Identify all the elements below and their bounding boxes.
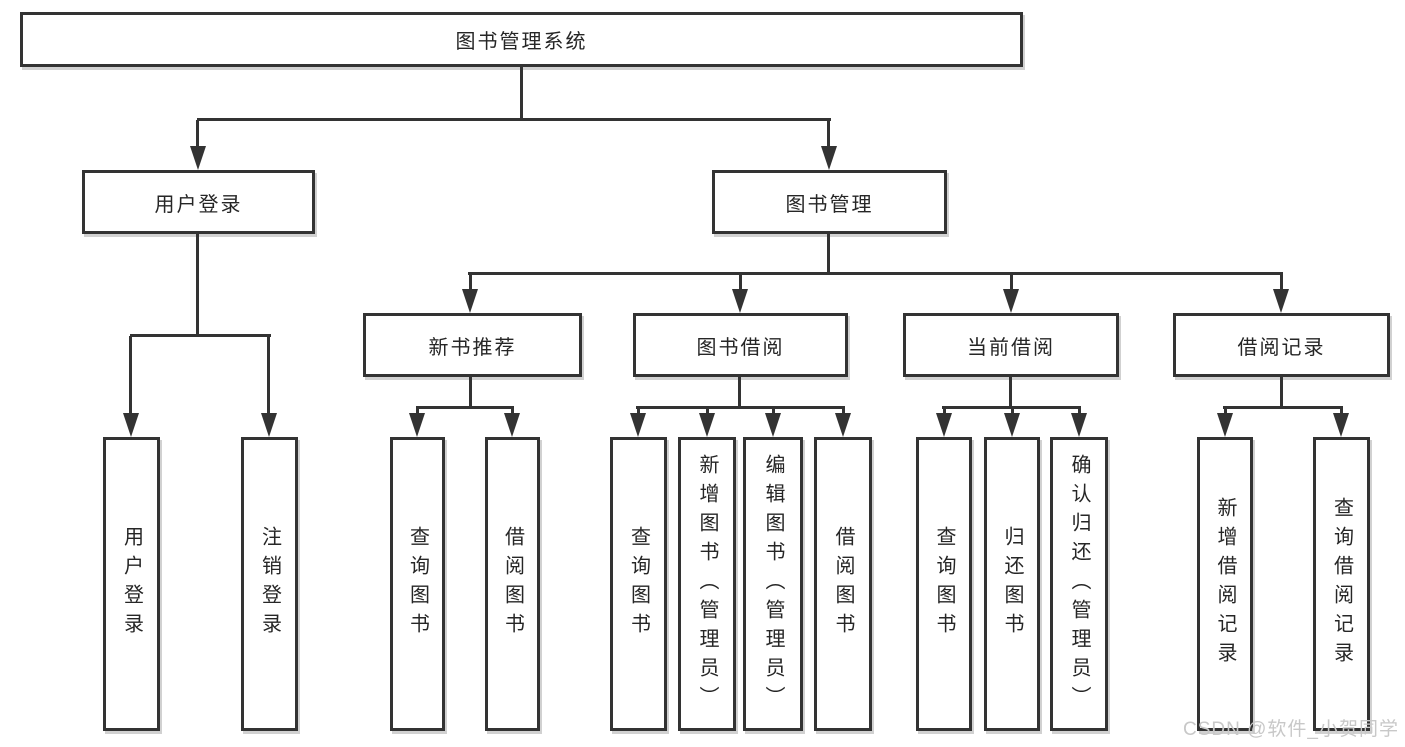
csdn-watermark: CSDN @软件_小贺同学 <box>1183 719 1399 740</box>
leaf-user-login-label: 用户登录 <box>120 526 143 642</box>
arrowhead-borrowrecords <box>1273 289 1289 313</box>
connector-bookborrow-stem <box>738 377 741 409</box>
node-library-system-label: 图书管理系统 <box>455 31 588 53</box>
arrowhead-bookborrow-leaf2 <box>699 413 715 437</box>
leaf-logout: 注销登录 <box>241 437 298 731</box>
connector-book-mgmt-drop <box>827 120 830 148</box>
arrowhead-bookborrow-leaf1 <box>630 413 646 437</box>
leaf-current-confirm-admin-label: 确认归还（管理员） <box>1068 453 1090 715</box>
node-book-borrow: 图书借阅 <box>633 313 848 377</box>
node-book-borrow-label: 图书借阅 <box>696 336 785 359</box>
node-borrow-records: 借阅记录 <box>1173 313 1390 377</box>
leaf-records-add: 新增借阅记录 <box>1197 437 1253 731</box>
arrowhead-currentborrow <box>1003 289 1019 313</box>
arrowhead-book-mgmt <box>821 146 837 170</box>
arrowhead-bookborrow-leaf3 <box>765 413 781 437</box>
connector-currentborrow-leaf2-drop <box>1011 408 1014 416</box>
leaf-borrow-add-admin-label: 新增图书（管理员） <box>696 453 718 715</box>
arrowhead-newbooks-leaf1 <box>409 413 425 437</box>
leaf-borrow-edit-admin-label: 编辑图书（管理员） <box>762 453 784 715</box>
arrowhead-user-login <box>190 146 206 170</box>
arrowhead-bookborrow-leaf4 <box>835 413 851 437</box>
node-borrow-records-label: 借阅记录 <box>1237 336 1326 359</box>
connector-currentborrow-leaf3-drop <box>1078 408 1081 416</box>
leaf-borrow-query-label: 查询图书 <box>627 526 650 642</box>
connector-user-stem <box>196 234 199 336</box>
leaf-records-query-label: 查询借阅记录 <box>1330 497 1353 671</box>
leaf-current-query: 查询图书 <box>916 437 972 731</box>
leaf-current-return-label: 归还图书 <box>1001 526 1023 642</box>
connector-user-rail <box>130 334 271 337</box>
leaf-newbooks-borrow: 借阅图书 <box>485 437 540 731</box>
connector-borrowrecords-drop <box>1280 274 1283 292</box>
connector-currentborrow-stem <box>1009 377 1012 409</box>
arrowhead-user-leaf2 <box>261 413 277 437</box>
connector-currentborrow-drop <box>1010 274 1013 292</box>
arrowhead-currentborrow-leaf1 <box>936 413 952 437</box>
node-user-login-label: 用户登录 <box>154 193 243 216</box>
connector-bookborrow-leaf3-drop <box>772 408 775 416</box>
arrowhead-currentborrow-leaf3 <box>1071 413 1087 437</box>
leaf-borrow-query: 查询图书 <box>610 437 667 731</box>
connector-level2-rail <box>197 118 831 121</box>
arrowhead-user-leaf1 <box>123 413 139 437</box>
connector-borrowrecords-rail <box>1223 406 1343 409</box>
leaf-borrow-borrow: 借阅图书 <box>814 437 872 731</box>
connector-newbooks-stem <box>469 377 472 409</box>
arrowhead-bookborrow <box>732 289 748 313</box>
connector-user-login-drop <box>196 120 199 148</box>
connector-user-leaf1-drop <box>129 336 132 416</box>
leaf-newbooks-query-label: 查询图书 <box>406 526 429 642</box>
connector-newbooks-drop <box>469 274 472 292</box>
node-current-borrow: 当前借阅 <box>903 313 1119 377</box>
leaf-newbooks-query: 查询图书 <box>390 437 445 731</box>
connector-user-leaf2-drop <box>267 336 270 416</box>
leaf-logout-label: 注销登录 <box>258 526 281 642</box>
leaf-borrow-add-admin: 新增图书（管理员） <box>678 437 736 731</box>
connector-root-stem <box>520 67 523 120</box>
connector-borrowrecords-leaf2-drop <box>1340 408 1343 416</box>
node-new-books: 新书推荐 <box>363 313 582 377</box>
connector-level3-rail <box>468 272 1283 275</box>
node-library-system: 图书管理系统 <box>20 12 1023 67</box>
node-new-books-label: 新书推荐 <box>428 336 517 359</box>
connector-currentborrow-rail <box>942 406 1081 409</box>
leaf-current-confirm-admin: 确认归还（管理员） <box>1050 437 1108 731</box>
connector-bookborrow-drop <box>739 274 742 292</box>
arrowhead-borrowrecords-leaf2 <box>1333 413 1349 437</box>
leaf-current-query-label: 查询图书 <box>933 526 955 642</box>
connector-bookborrow-leaf1-drop <box>637 408 640 416</box>
leaf-records-add-label: 新增借阅记录 <box>1214 497 1236 671</box>
node-current-borrow-label: 当前借阅 <box>967 336 1055 359</box>
connector-bookborrow-leaf4-drop <box>842 408 845 416</box>
node-user-login: 用户登录 <box>82 170 315 234</box>
connector-bookborrow-leaf2-drop <box>706 408 709 416</box>
arrowhead-newbooks-leaf2 <box>504 413 520 437</box>
leaf-borrow-borrow-label: 借阅图书 <box>832 526 854 642</box>
connector-currentborrow-leaf1-drop <box>943 408 946 416</box>
leaf-user-login: 用户登录 <box>103 437 160 731</box>
connector-borrowrecords-leaf1-drop <box>1224 408 1227 416</box>
leaf-records-query: 查询借阅记录 <box>1313 437 1370 731</box>
node-book-mgmt: 图书管理 <box>712 170 947 234</box>
leaf-borrow-edit-admin: 编辑图书（管理员） <box>743 437 803 731</box>
leaf-current-return: 归还图书 <box>984 437 1040 731</box>
connector-newbooks-rail <box>416 406 514 409</box>
connector-newbooks-leaf1-drop <box>416 408 419 416</box>
connector-bookborrow-rail <box>636 406 845 409</box>
arrowhead-newbooks <box>462 289 478 313</box>
connector-newbooks-leaf2-drop <box>511 408 514 416</box>
node-book-mgmt-label: 图书管理 <box>785 193 874 216</box>
leaf-newbooks-borrow-label: 借阅图书 <box>501 526 524 642</box>
connector-borrowrecords-stem <box>1280 377 1283 409</box>
connector-bookmgmt-stem <box>827 234 830 274</box>
arrowhead-currentborrow-leaf2 <box>1004 413 1020 437</box>
arrowhead-borrowrecords-leaf1 <box>1217 413 1233 437</box>
